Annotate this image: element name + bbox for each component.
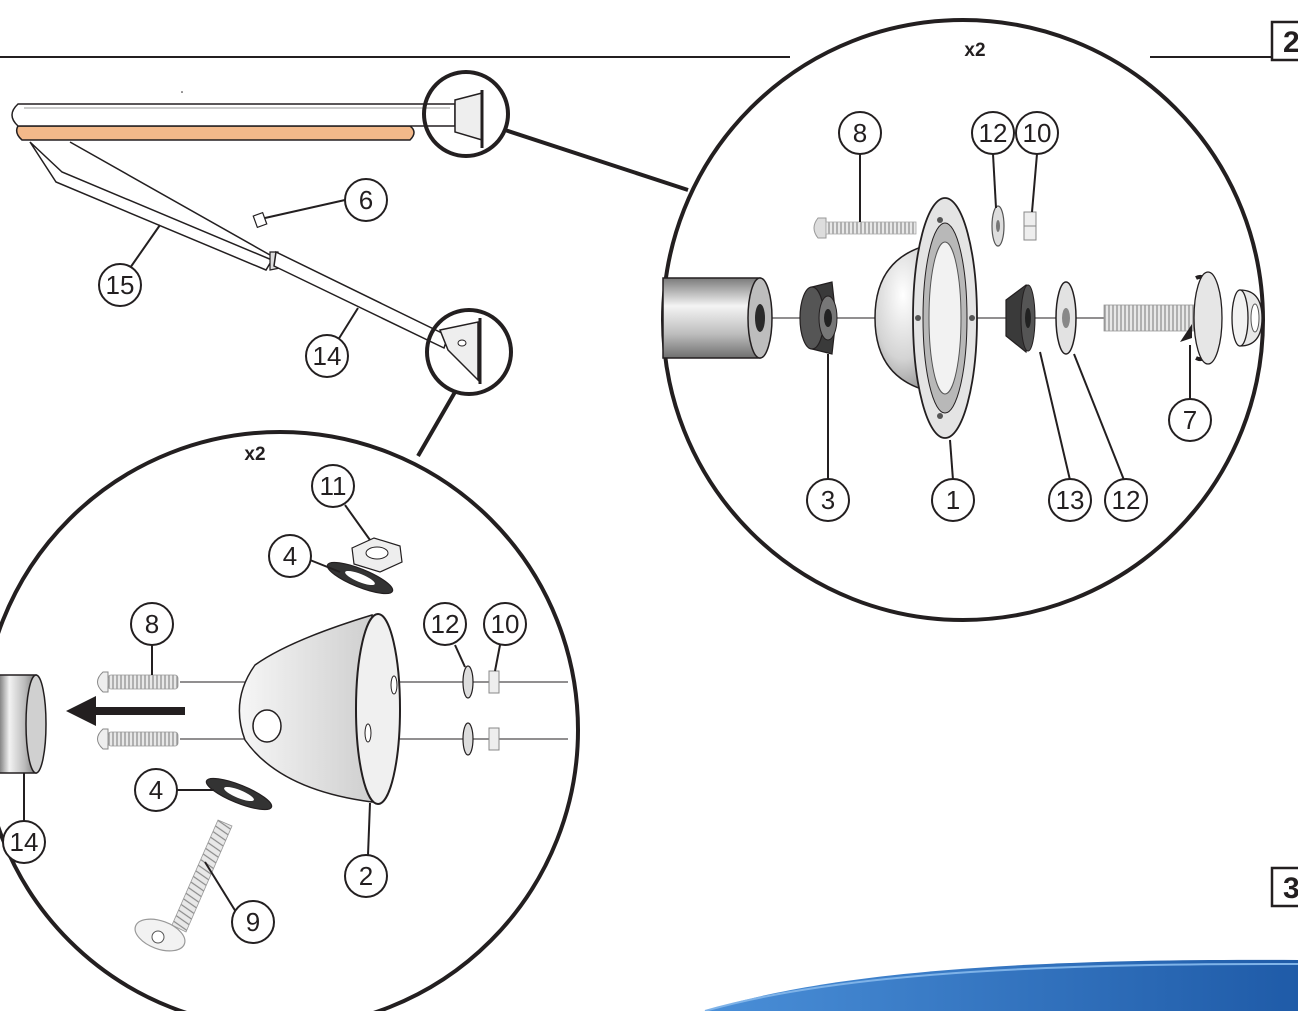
svg-text:2: 2 — [359, 861, 373, 891]
overview-zoom-top — [422, 70, 510, 158]
threaded-rod-7 — [1103, 271, 1263, 365]
callout-12-bottom: 12 — [423, 602, 467, 668]
callout-14-overview: 14 — [305, 307, 359, 378]
detail-top-quantity: x2 — [964, 40, 985, 61]
callout-6: 6 — [264, 178, 388, 222]
direction-arrow — [66, 696, 185, 726]
shelf-board — [15, 125, 415, 141]
rubber-cone-13 — [1005, 283, 1036, 354]
callout-3-top: 3 — [806, 354, 850, 522]
step-marker-2: 2 — [1270, 20, 1298, 62]
step-marker-3-number: 3 — [1283, 872, 1298, 905]
shelf-top-tube — [11, 103, 456, 127]
callout-15: 15 — [98, 224, 161, 307]
nut-10-a — [488, 670, 500, 694]
step-marker-3: 3 — [1270, 866, 1298, 908]
dome-flange-1 — [874, 197, 978, 439]
svg-text:6: 6 — [359, 185, 373, 215]
overview-zoom-bottom — [425, 308, 513, 396]
washer-12-a — [462, 665, 474, 699]
zoom-connector-bottom — [416, 390, 457, 458]
cone-bracket-2 — [238, 613, 401, 805]
callout-12-lower: 12 — [1073, 353, 1148, 522]
rubber-bush-3 — [799, 281, 838, 355]
detail-bottom: x2 — [0, 430, 580, 1011]
diagonal-rod-14 — [273, 250, 449, 350]
svg-text:4: 4 — [149, 775, 163, 805]
brand-swoosh-highlight — [704, 962, 1298, 1011]
callout-8-bottom: 8 — [130, 602, 174, 675]
callout-4-upper: 4 — [268, 534, 341, 578]
tube-14-end — [0, 674, 47, 774]
callout-2-bottom: 2 — [344, 802, 388, 898]
nut-10-b — [488, 727, 500, 751]
svg-text:12: 12 — [979, 118, 1008, 148]
callout-12-top: 12 — [971, 111, 1015, 209]
callout-14-bottom: 14 — [2, 773, 46, 864]
tube-end — [662, 277, 761, 359]
brand-swoosh — [705, 959, 1298, 1011]
svg-text:12: 12 — [1112, 485, 1141, 515]
diagonal-rod-15 — [29, 141, 274, 271]
callout-4-lower: 4 — [134, 768, 214, 812]
svg-text:12: 12 — [431, 609, 460, 639]
detail-bottom-quantity: x2 — [244, 444, 265, 465]
svg-text:8: 8 — [853, 118, 867, 148]
detail-top: x2 — [661, 18, 1265, 622]
shelf-overview — [11, 90, 484, 384]
svg-text:8: 8 — [145, 609, 159, 639]
svg-text:11: 11 — [320, 471, 347, 501]
svg-text:1: 1 — [946, 485, 960, 515]
svg-text:10: 10 — [491, 609, 520, 639]
step-marker-2-number: 2 — [1283, 26, 1298, 59]
nut-11 — [351, 537, 403, 573]
bolt-8-upper — [97, 671, 179, 693]
svg-text:15: 15 — [106, 270, 135, 300]
callout-10-bottom: 10 — [483, 602, 527, 672]
svg-text:14: 14 — [10, 827, 39, 857]
callout-11: 11 — [311, 464, 371, 541]
callout-9-bottom: 9 — [204, 861, 275, 944]
svg-text:14: 14 — [313, 341, 342, 371]
svg-text:7: 7 — [1183, 405, 1197, 435]
bolt-8-top — [813, 217, 917, 239]
callout-8-top: 8 — [838, 111, 882, 222]
zoom-connector-top — [504, 128, 689, 192]
callout-13-top: 13 — [1039, 351, 1092, 522]
bolt-8-lower — [97, 728, 179, 750]
svg-text:3: 3 — [821, 485, 835, 515]
callout-1-top: 1 — [931, 439, 975, 522]
washer-12-b — [462, 722, 474, 756]
callout-10-top: 10 — [1015, 111, 1059, 213]
callout-7-top: 7 — [1168, 345, 1212, 442]
bolt-9 — [134, 819, 233, 952]
svg-text:10: 10 — [1023, 118, 1052, 148]
svg-text:4: 4 — [283, 541, 297, 571]
svg-text:13: 13 — [1056, 485, 1085, 515]
svg-text:9: 9 — [246, 907, 260, 937]
